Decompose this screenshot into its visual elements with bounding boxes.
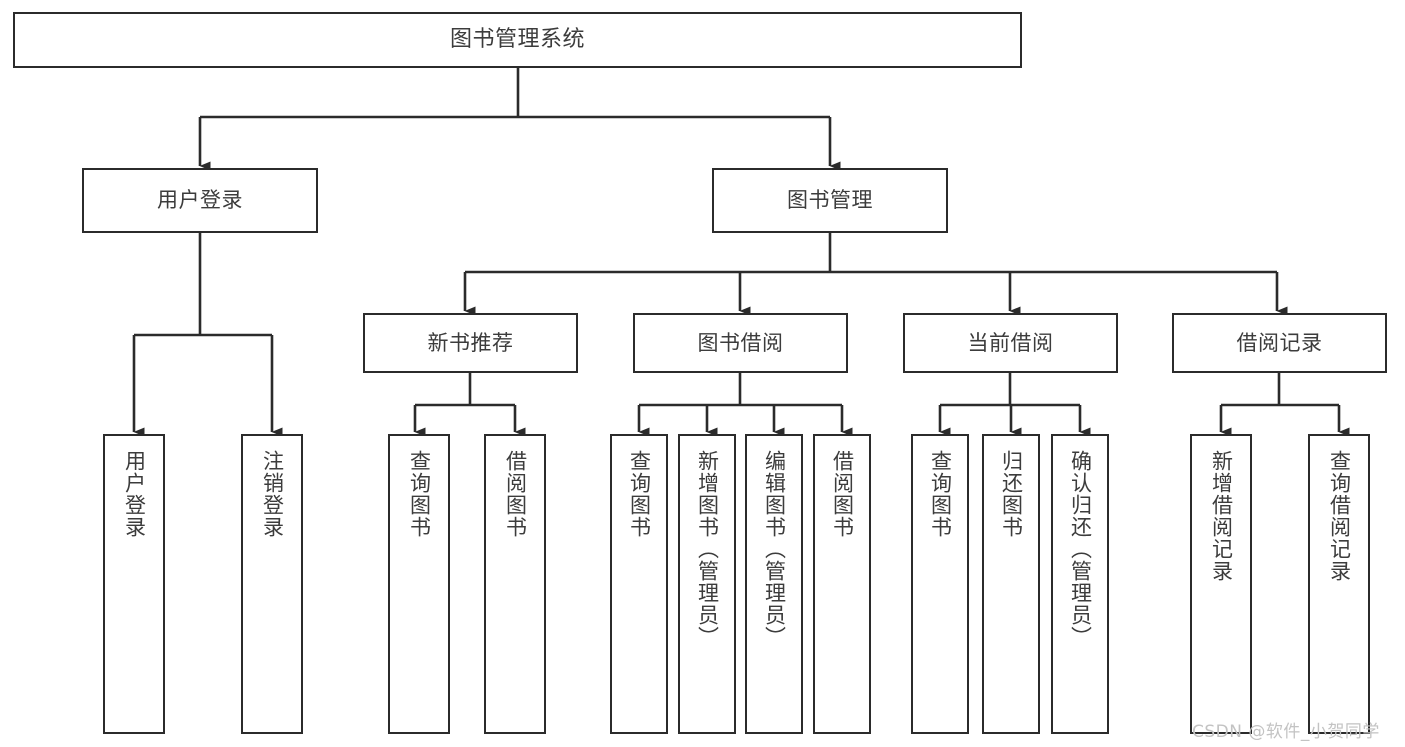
- node-book-borrow-label: 图书借阅: [697, 330, 784, 355]
- csdn-watermark: CSDN @软件_小贺同学: [1192, 722, 1380, 742]
- node-leaf-borrow-book-2[interactable]: 借阅图书: [813, 434, 871, 734]
- node-current-borrow-label: 当前借阅: [967, 330, 1054, 355]
- node-leaf-query-record-label: 查询借阅记录: [1327, 450, 1352, 582]
- node-leaf-query-book-1-label: 查询图书: [407, 450, 432, 538]
- node-leaf-user-logout-label: 注销登录: [260, 450, 285, 538]
- node-leaf-add-book[interactable]: 新增图书（管理员）: [678, 434, 736, 734]
- node-new-book-rec[interactable]: 新书推荐: [363, 313, 578, 373]
- node-leaf-query-book-3-label: 查询图书: [928, 450, 953, 538]
- node-root[interactable]: 图书管理系统: [13, 12, 1022, 68]
- node-leaf-return-book[interactable]: 归还图书: [982, 434, 1040, 734]
- node-user-login-label: 用户登录: [157, 188, 243, 213]
- node-leaf-confirm-return[interactable]: 确认归还（管理员）: [1051, 434, 1109, 734]
- node-leaf-edit-book-label: 编辑图书（管理员）: [762, 450, 787, 648]
- node-leaf-confirm-return-label: 确认归还（管理员）: [1068, 450, 1093, 648]
- node-book-manage-label: 图书管理: [787, 188, 873, 213]
- node-leaf-user-login[interactable]: 用户登录: [103, 434, 165, 734]
- node-user-login[interactable]: 用户登录: [82, 168, 318, 233]
- node-root-label: 图书管理系统: [449, 27, 585, 53]
- node-book-manage[interactable]: 图书管理: [712, 168, 948, 233]
- node-borrow-record[interactable]: 借阅记录: [1172, 313, 1387, 373]
- node-leaf-return-book-label: 归还图书: [999, 450, 1024, 538]
- node-leaf-query-book-2[interactable]: 查询图书: [610, 434, 668, 734]
- node-leaf-borrow-book-1-label: 借阅图书: [503, 450, 528, 538]
- node-leaf-borrow-book-1[interactable]: 借阅图书: [484, 434, 546, 734]
- node-book-borrow[interactable]: 图书借阅: [633, 313, 848, 373]
- node-leaf-borrow-book-2-label: 借阅图书: [830, 450, 855, 538]
- node-leaf-user-login-label: 用户登录: [122, 450, 147, 538]
- node-leaf-user-logout[interactable]: 注销登录: [241, 434, 303, 734]
- node-leaf-query-book-1[interactable]: 查询图书: [388, 434, 450, 734]
- node-leaf-add-record-label: 新增借阅记录: [1209, 450, 1234, 582]
- node-leaf-edit-book[interactable]: 编辑图书（管理员）: [745, 434, 803, 734]
- node-leaf-add-record[interactable]: 新增借阅记录: [1190, 434, 1252, 734]
- node-leaf-query-record[interactable]: 查询借阅记录: [1308, 434, 1370, 734]
- node-leaf-query-book-2-label: 查询图书: [627, 450, 652, 538]
- node-leaf-add-book-label: 新增图书（管理员）: [695, 450, 720, 648]
- node-current-borrow[interactable]: 当前借阅: [903, 313, 1118, 373]
- node-borrow-record-label: 借阅记录: [1236, 330, 1323, 355]
- node-leaf-query-book-3[interactable]: 查询图书: [911, 434, 969, 734]
- node-new-book-rec-label: 新书推荐: [427, 330, 514, 355]
